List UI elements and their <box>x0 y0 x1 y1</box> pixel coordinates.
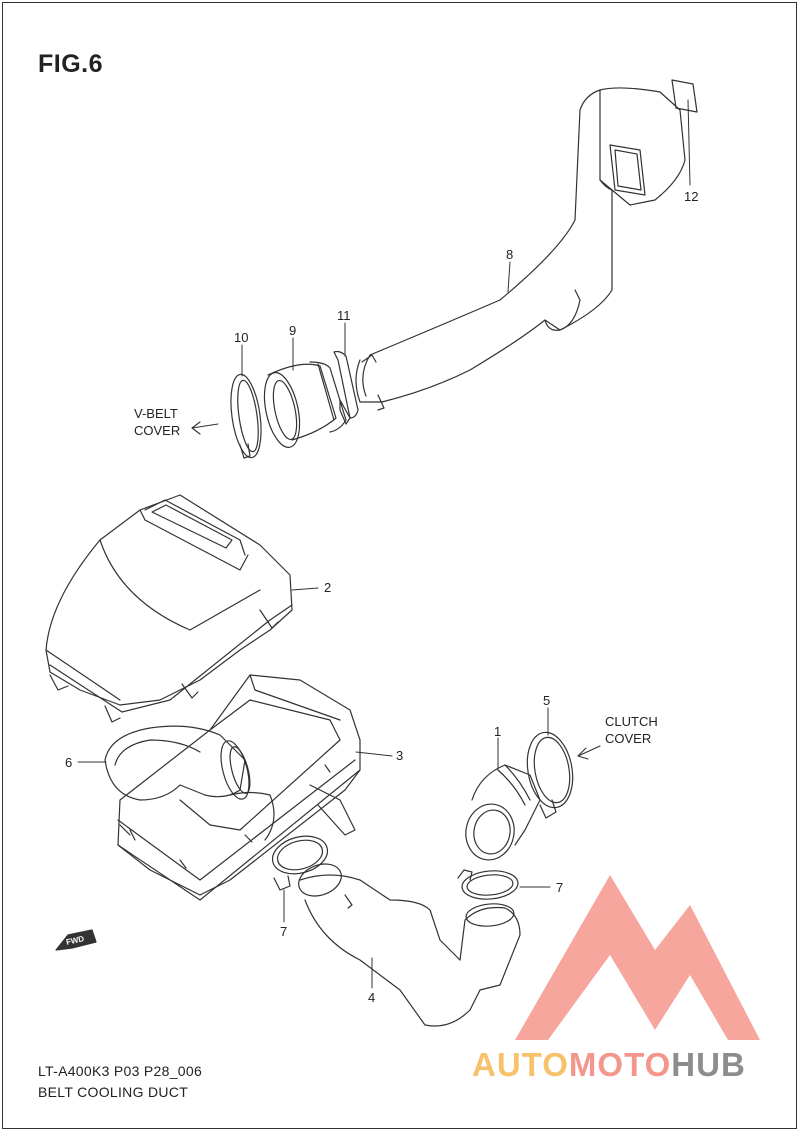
watermark-logo: AUTOMOTOHUB <box>472 1046 746 1084</box>
fwd-arrow-icon <box>55 929 97 951</box>
callout-10: 10 <box>234 330 249 345</box>
direction-arrows <box>191 421 601 760</box>
callout-8: 8 <box>506 247 514 262</box>
part-7-clamp-right <box>457 869 519 900</box>
figure-title: FIG.6 <box>38 50 104 78</box>
watermark-triangle-icon <box>515 875 760 1040</box>
callout-6: 6 <box>65 755 73 770</box>
vbelt-cover-label-line1: V-BELT <box>134 406 178 421</box>
clutch-cover-label-line1: CLUTCH <box>605 714 658 729</box>
part-8-duct <box>355 87 686 411</box>
footer-section-title: BELT COOLING DUCT <box>38 1084 189 1100</box>
part-10-clamp-ring <box>230 373 262 459</box>
part-4-hose <box>298 863 521 1027</box>
part-7-clamp-left <box>271 835 329 891</box>
part-12-label-sticker <box>671 79 698 113</box>
callout-2: 2 <box>324 580 332 595</box>
part-6-inlet-duct <box>104 725 275 841</box>
callout-1: 1 <box>494 724 502 739</box>
part-3-airbox-case <box>117 674 361 901</box>
vbelt-cover-label-line2: COVER <box>134 423 181 438</box>
part-11-clamp <box>333 350 359 425</box>
part-5-clamp-ring <box>526 731 574 819</box>
callout-3: 3 <box>396 748 404 763</box>
watermark-moto: MOTO <box>568 1046 672 1083</box>
callout-9: 9 <box>289 323 297 338</box>
watermark-hub: HUB <box>671 1046 746 1083</box>
callout-5: 5 <box>543 693 551 708</box>
watermark-auto: AUTO <box>472 1046 569 1083</box>
callout-7-left: 7 <box>280 924 288 939</box>
part-1-elbow-boot <box>465 764 541 861</box>
leader-lines <box>77 99 691 989</box>
callout-12: 12 <box>684 189 699 204</box>
part-2-airbox-cover <box>45 494 293 723</box>
callout-4: 4 <box>368 990 376 1005</box>
footer-part-code: LT-A400K3 P03 P28_006 <box>38 1063 203 1079</box>
callout-7-right: 7 <box>556 880 564 895</box>
callout-11: 11 <box>337 308 351 323</box>
part-9-boot <box>263 361 347 448</box>
clutch-cover-label-line2: COVER <box>605 731 652 746</box>
